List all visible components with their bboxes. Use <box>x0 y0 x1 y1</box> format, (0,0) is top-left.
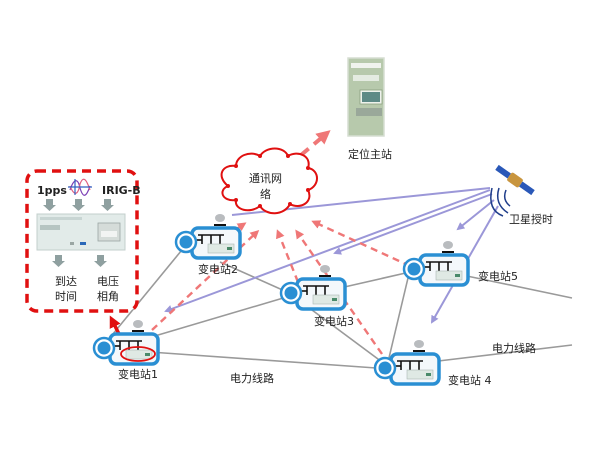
cloud-label-line2: 络 <box>260 187 271 201</box>
output-arrival-time-line2: 时间 <box>55 290 77 303</box>
output-arrival-time-line1: 到达 <box>55 275 77 288</box>
master-station-label: 定位主站 <box>348 147 392 161</box>
input-irigb-label: IRIG-B <box>102 184 141 197</box>
input-1pps-label: 1pps <box>37 184 67 197</box>
satellite-label: 卫星授时 <box>509 212 553 226</box>
satellite: 卫星授时 <box>490 164 553 226</box>
power-line-s3-s4 <box>311 309 387 366</box>
power-line-s1-s2 <box>107 244 187 341</box>
substation-s5[interactable]: 变电站5 <box>402 241 518 287</box>
output-voltage-angle-line2: 相角 <box>97 290 119 303</box>
output-arrows <box>52 255 107 267</box>
sat-link-s1 <box>164 189 491 313</box>
station-device-icon <box>312 294 340 305</box>
antenna-dish-icon <box>413 340 425 352</box>
power-line-s5-east <box>461 274 573 299</box>
station-label-s2: 变电站2 <box>198 262 238 276</box>
busbar-icon <box>301 285 329 295</box>
busbar-icon <box>114 340 142 350</box>
power-line-s4-east <box>429 344 573 363</box>
cloud-label-line1: 通讯网 <box>249 172 282 185</box>
station-device-icon <box>207 243 235 254</box>
station-device-icon <box>406 369 434 380</box>
master-station[interactable]: 定位主站 <box>347 57 392 161</box>
power-line-s5-s4 <box>387 277 409 363</box>
sat-link-s3 <box>333 193 493 255</box>
antenna-dish-icon <box>132 320 144 332</box>
antenna-dish-icon <box>319 265 331 277</box>
waveform-icon <box>68 178 92 196</box>
sat-link-s5 <box>456 199 495 231</box>
device-panel: 1pps IRIG-B 到达 时间 <box>25 169 141 313</box>
timing-device <box>36 213 126 251</box>
busbar-icon <box>424 261 452 271</box>
station-device-icon <box>125 349 153 360</box>
signal-wave-icon <box>503 189 511 207</box>
power-line-label: 电力线路 <box>230 371 274 385</box>
power-line-s3-s5 <box>339 271 411 289</box>
device-highlight-ring <box>120 346 156 362</box>
input-arrows <box>43 199 114 211</box>
power-line-label: 电力线路 <box>492 341 536 355</box>
station-label-s1: 变电站1 <box>118 367 158 381</box>
power-line-s1-s3 <box>147 295 291 339</box>
station-device-icon <box>435 270 463 281</box>
comm-link-s5 <box>311 220 411 268</box>
comm-link-s3 <box>276 229 300 283</box>
station-label-s3: 变电站3 <box>314 314 354 328</box>
power-line-s1-s4 <box>149 351 377 369</box>
substation-s1[interactable]: 变电站1 <box>92 320 160 381</box>
power-lines <box>107 244 573 369</box>
satellite-icon <box>495 164 535 196</box>
station-label-s5: 变电站5 <box>478 269 518 283</box>
antenna-dish-icon <box>214 214 226 226</box>
substation-s2[interactable]: 变电站2 <box>174 214 242 276</box>
station-label-s4: 变电站 4 <box>448 373 492 387</box>
substation-s4[interactable]: 变电站 4 <box>373 340 492 387</box>
antenna-dish-icon <box>442 241 454 253</box>
output-voltage-angle-line1: 电压 <box>97 275 119 288</box>
substation-s3[interactable]: 变电站3 <box>279 265 354 328</box>
comm-network-cloud: 通讯网 络 <box>220 147 318 215</box>
